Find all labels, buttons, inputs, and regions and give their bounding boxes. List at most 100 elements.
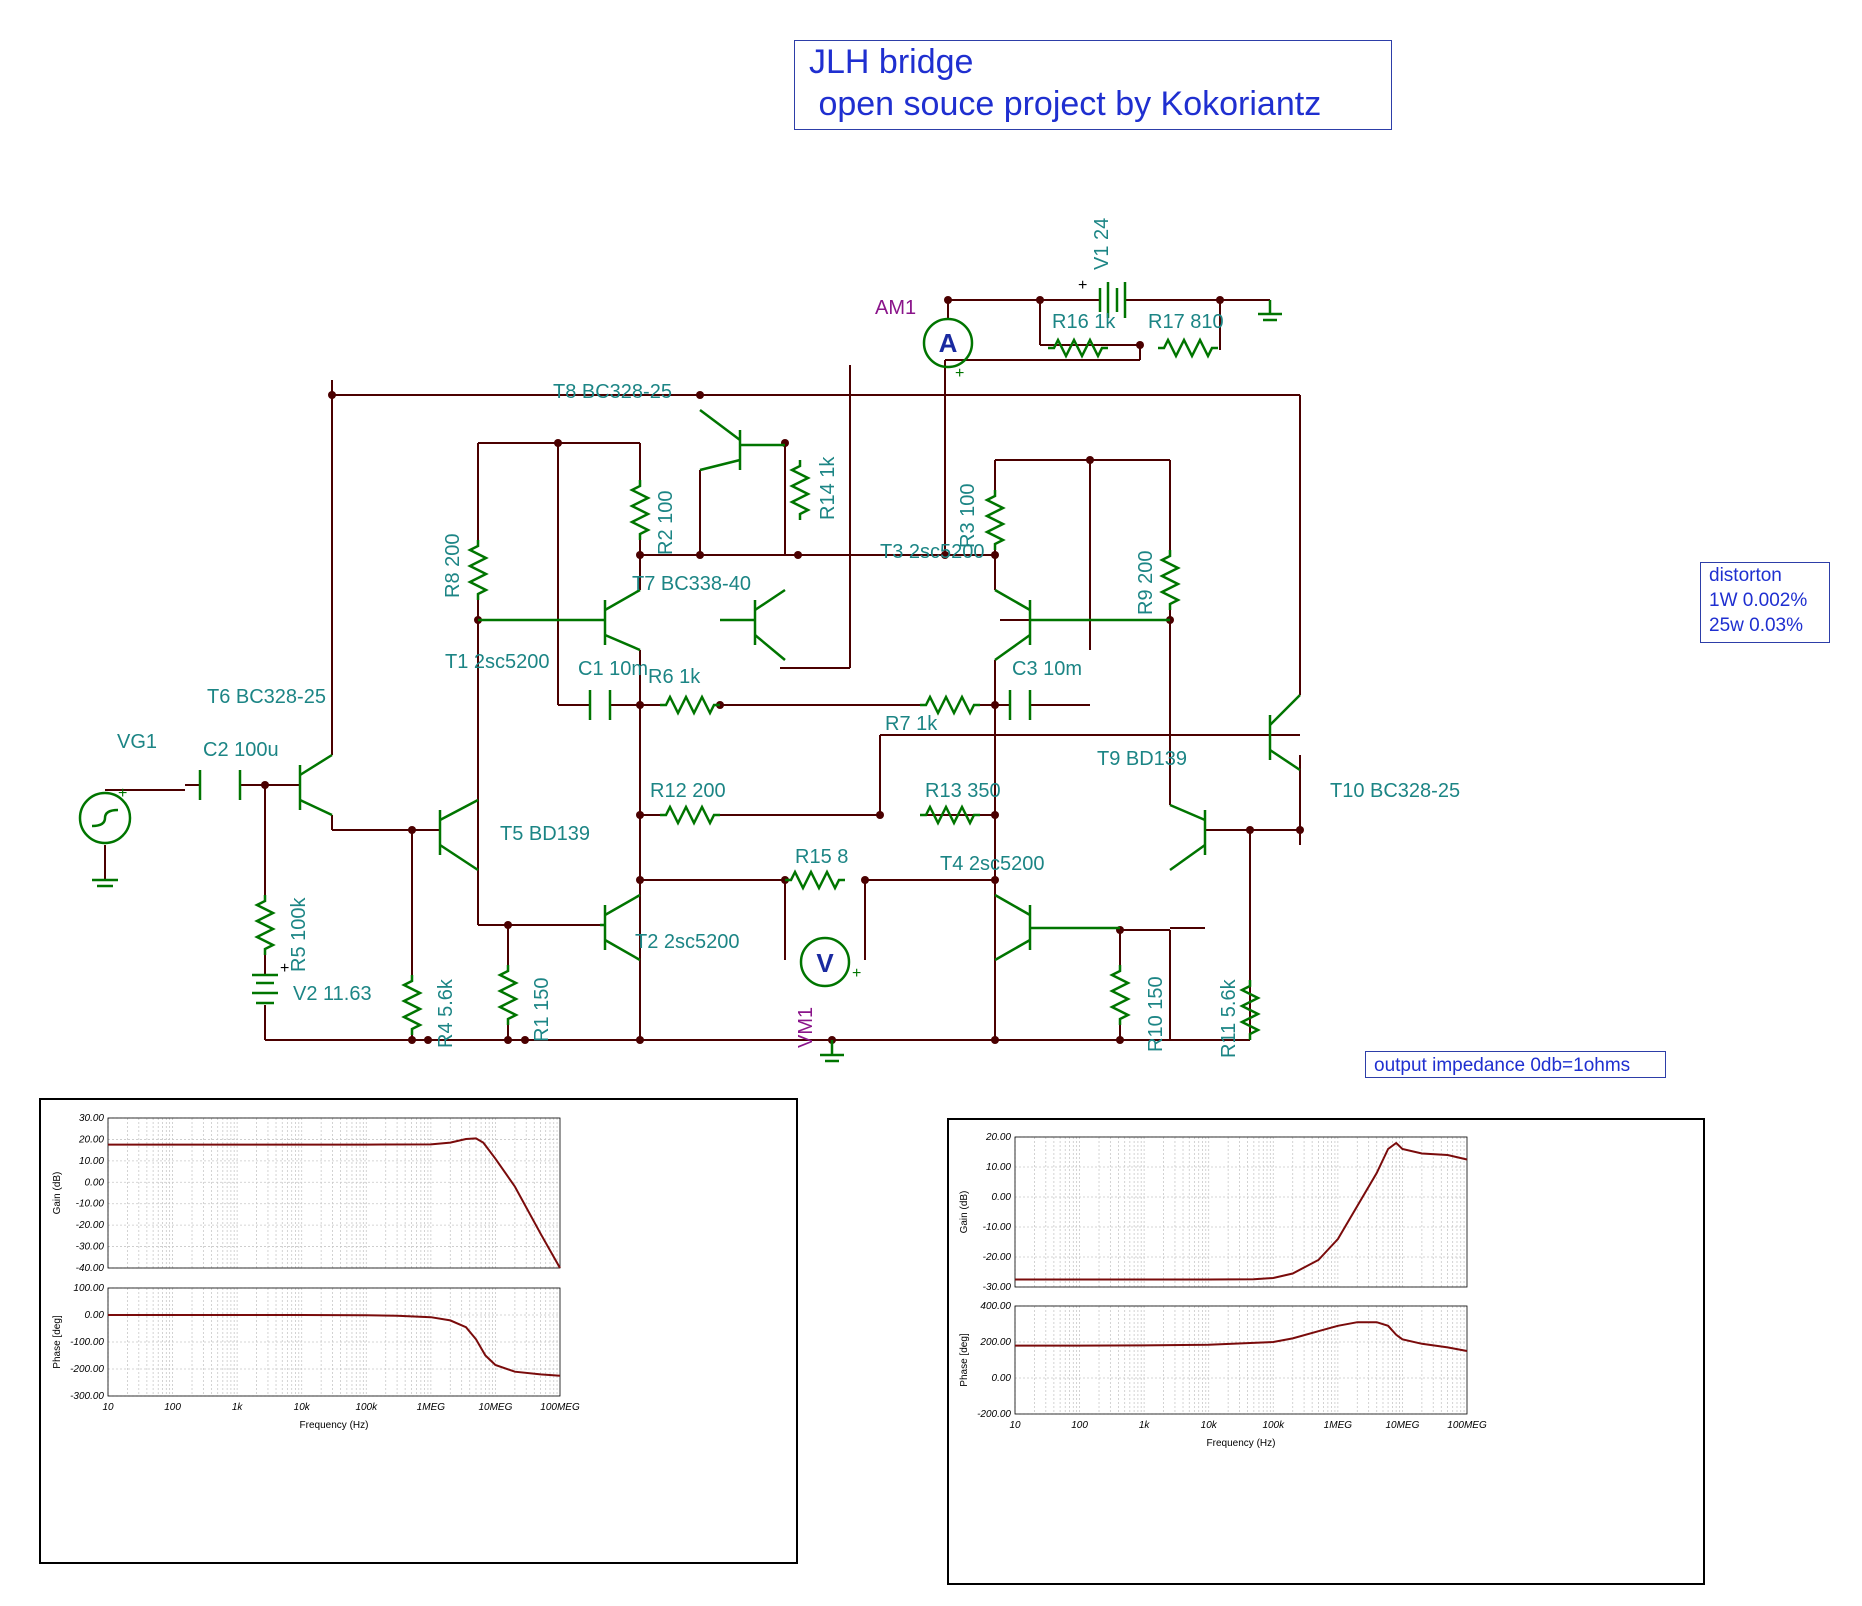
label-c2: C2 100u xyxy=(203,739,279,761)
resistor-r7 xyxy=(918,695,982,715)
x-axis-label: Frequency (Hz) xyxy=(300,1420,369,1431)
x-tick-label: 10 xyxy=(102,1402,114,1413)
series-line-phase xyxy=(1015,1321,1468,1352)
resistor-r3 xyxy=(985,488,1005,552)
label-r16: R16 1k xyxy=(1052,311,1116,333)
label-t4: T4 2sc5200 xyxy=(940,853,1045,875)
x-tick-label: 1k xyxy=(1139,1420,1151,1431)
x-tick-label: 10 xyxy=(1009,1420,1021,1431)
label-am1: AM1 xyxy=(875,297,916,319)
resistor-r9 xyxy=(1160,548,1180,612)
label-r14: R14 1k xyxy=(817,456,839,520)
capacitor-c3 xyxy=(1008,690,1032,720)
resistor-r5 xyxy=(255,893,275,957)
resistor-r8 xyxy=(468,538,488,602)
series-line-gain xyxy=(108,1137,561,1269)
transistor-t1 xyxy=(478,588,641,652)
battery-v1 xyxy=(1098,282,1127,318)
resistor-r16 xyxy=(1046,338,1110,358)
ground-right xyxy=(1258,300,1282,322)
label-c3: C3 10m xyxy=(1012,658,1082,680)
y-tick-label: 100.00 xyxy=(73,1283,104,1294)
x-tick-label: 10k xyxy=(294,1402,311,1413)
transistor-t7 xyxy=(720,588,786,661)
title-box: JLH bridge open souce project by Kokoria… xyxy=(794,40,1392,130)
y-tick-label: -30.00 xyxy=(76,1242,105,1253)
label-r4: R4 5.6k xyxy=(435,978,457,1048)
distortion-note: distorton 1W 0.002% 25w 0.03% xyxy=(1700,562,1830,643)
output-impedance-note: output impedance 0db=1ohms xyxy=(1365,1051,1666,1078)
plot-window-left xyxy=(39,1098,798,1564)
transistor-t2 xyxy=(600,893,641,962)
junction-dots xyxy=(261,296,1304,1044)
x-axis-label: Frequency (Hz) xyxy=(1207,1438,1276,1449)
label-r3: R3 100 xyxy=(957,484,979,549)
label-t6: T6 BC328-25 xyxy=(207,686,326,708)
transistor-t8 xyxy=(699,409,785,472)
title-line-1: JLH bridge xyxy=(809,43,974,81)
ammeter-symbol: A xyxy=(939,328,958,358)
y-tick-label: -200.00 xyxy=(70,1364,104,1375)
plot-axes xyxy=(107,1287,561,1397)
label-r11: R11 5.6k xyxy=(1218,978,1240,1058)
y-tick-label: 20.00 xyxy=(78,1134,104,1145)
y-tick-label: 0.00 xyxy=(992,1192,1012,1203)
voltmeter-vm1[interactable]: V xyxy=(799,936,851,988)
label-t7: T7 BC338-40 xyxy=(632,573,751,595)
transistors xyxy=(298,409,1301,962)
y-axis-label: Gain (dB) xyxy=(959,1191,970,1234)
x-tick-label: 10MEG xyxy=(1385,1420,1419,1431)
label-r1: R1 150 xyxy=(531,978,553,1043)
plot-axes xyxy=(1014,1136,1468,1288)
label-r15: R15 8 xyxy=(795,846,848,868)
series-line-phase xyxy=(108,1314,561,1377)
label-t9: T9 BD139 xyxy=(1097,748,1187,770)
label-r13: R13 350 xyxy=(925,780,1001,802)
generator-vg1 xyxy=(78,791,132,888)
distortion-heading: distorton xyxy=(1709,565,1782,586)
resistor-r15 xyxy=(783,870,847,890)
plus-v1: + xyxy=(1078,277,1087,294)
battery-v2 xyxy=(252,973,278,1005)
x-tick-label: 100MEG xyxy=(1447,1420,1487,1431)
x-tick-label: 1MEG xyxy=(1324,1420,1353,1431)
plot-axes xyxy=(107,1117,561,1269)
label-t1: T1 2sc5200 xyxy=(445,651,550,673)
plot-0: 30.0020.0010.000.00-10.00-20.00-30.00-40… xyxy=(52,1113,561,1274)
label-t2: T2 2sc5200 xyxy=(635,931,740,953)
resistor-r2 xyxy=(630,478,650,542)
label-r10: R10 150 xyxy=(1145,976,1167,1052)
series-line-gain xyxy=(1015,1141,1468,1281)
transistor-t6 xyxy=(298,753,333,817)
transistor-t9 xyxy=(1169,803,1207,872)
y-axis-label: Gain (dB) xyxy=(52,1172,63,1215)
voltmeter-symbol: V xyxy=(816,948,834,978)
label-c1: C1 10m xyxy=(578,658,648,680)
y-tick-label: -40.00 xyxy=(76,1263,105,1274)
label-r12: R12 200 xyxy=(650,780,726,802)
y-tick-label: 400.00 xyxy=(980,1301,1011,1312)
label-r7: R7 1k xyxy=(885,713,938,735)
y-tick-label: 20.00 xyxy=(985,1132,1011,1143)
label-r17: R17 810 xyxy=(1148,311,1224,333)
y-tick-label: 30.00 xyxy=(79,1113,104,1124)
y-tick-label: -20.00 xyxy=(76,1220,105,1231)
label-v1: V1 24 xyxy=(1091,218,1113,270)
ammeter-am1[interactable]: A xyxy=(922,317,974,369)
x-tick-label: 1MEG xyxy=(417,1402,446,1413)
bode-plots: 30.0020.0010.000.00-10.00-20.00-30.00-40… xyxy=(52,1113,1487,1449)
x-tick-label: 100MEG xyxy=(540,1402,580,1413)
x-tick-label: 10MEG xyxy=(478,1402,512,1413)
x-tick-label: 10k xyxy=(1201,1420,1218,1431)
label-t3: T3 2sc5200 xyxy=(880,541,985,563)
label-v2: V2 11.63 xyxy=(293,983,372,1005)
sources: A V xyxy=(78,282,1282,1063)
x-tick-label: 100 xyxy=(1071,1420,1088,1431)
y-tick-label: -300.00 xyxy=(70,1391,104,1402)
x-tick-label: 100 xyxy=(164,1402,181,1413)
resistor-r1 xyxy=(498,963,518,1027)
